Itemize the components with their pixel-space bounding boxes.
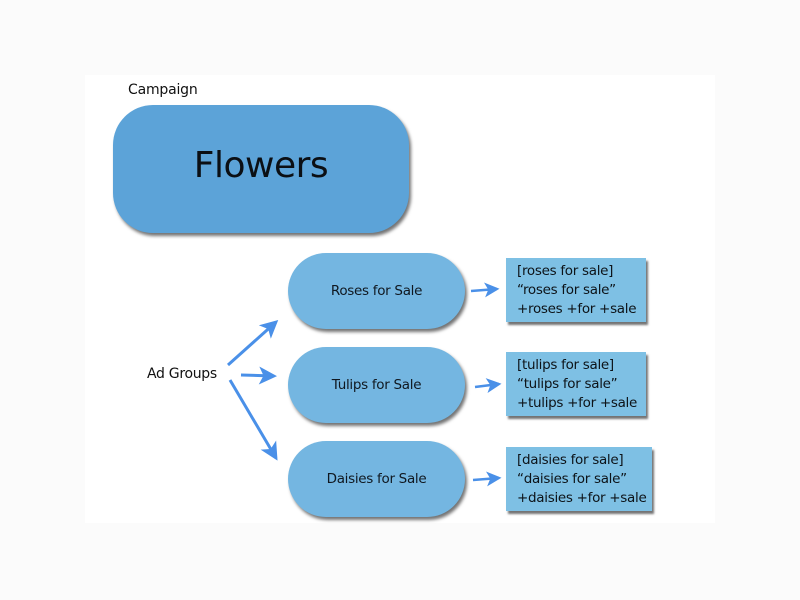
ad-group-node-roses: Roses for Sale xyxy=(288,253,465,329)
keyword-box-daisies: [daisies for sale] “daisies for sale” +d… xyxy=(506,447,652,511)
arrow-icon xyxy=(228,379,278,461)
ad-group-name: Daisies for Sale xyxy=(326,471,427,487)
keyword-broad-modified: +daisies +for +sale xyxy=(517,490,647,506)
arrow-icon xyxy=(470,282,500,298)
ad-group-node-daisies: Daisies for Sale xyxy=(288,441,465,517)
keyword-phrase: “daisies for sale” xyxy=(517,471,627,487)
keyword-phrase: “tulips for sale” xyxy=(517,376,618,392)
ad-groups-label: Ad Groups xyxy=(147,366,217,382)
ad-group-name: Roses for Sale xyxy=(330,283,423,299)
arrow-icon xyxy=(474,378,502,393)
ad-group-name: Tulips for Sale xyxy=(331,377,422,393)
keyword-box-tulips: [tulips for sale] “tulips for sale” +tul… xyxy=(506,352,646,416)
keyword-phrase: “roses for sale” xyxy=(517,282,616,298)
keyword-exact: [tulips for sale] xyxy=(517,357,614,373)
keyword-exact: [daisies for sale] xyxy=(517,452,624,468)
campaign-label: Campaign xyxy=(128,82,198,98)
ad-group-node-tulips: Tulips for Sale xyxy=(288,347,465,423)
campaign-node: Flowers xyxy=(113,105,409,233)
keyword-box-roses: [roses for sale] “roses for sale” +roses… xyxy=(506,258,646,322)
arrow-icon xyxy=(240,366,277,385)
arrow-icon xyxy=(226,319,279,367)
keyword-broad-modified: +tulips +for +sale xyxy=(517,395,637,411)
arrow-icon xyxy=(472,471,502,487)
keyword-exact: [roses for sale] xyxy=(517,263,614,279)
campaign-name: Flowers xyxy=(193,144,329,186)
keyword-broad-modified: +roses +for +sale xyxy=(517,301,637,317)
